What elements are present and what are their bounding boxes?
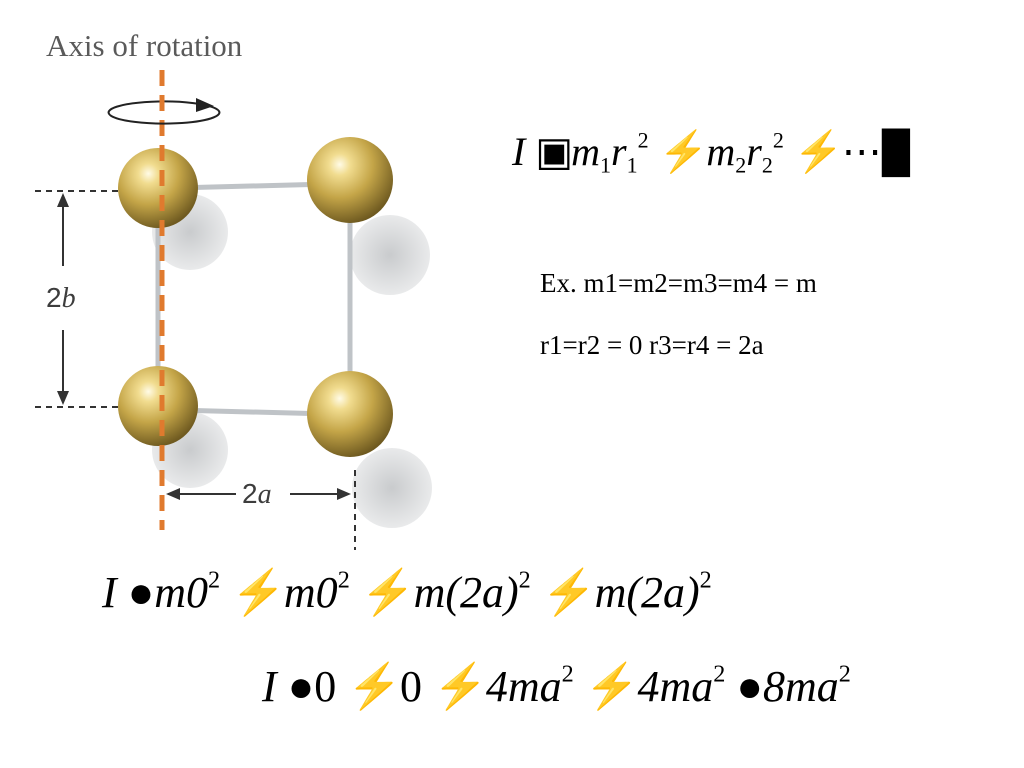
equals-glyph: ● bbox=[127, 568, 155, 617]
connecting-rods bbox=[155, 181, 353, 417]
mass-top-left bbox=[118, 148, 198, 228]
rotation-arrowhead bbox=[196, 98, 214, 112]
moment-of-inertia-result: I ●0 ⚡0 ⚡4ma2 ⚡4ma2 ●8ma2 bbox=[262, 660, 851, 711]
plus-glyph: ⚡ bbox=[584, 662, 640, 711]
moment-of-inertia-substituted: I ●m02 ⚡m02 ⚡m(2a)2 ⚡m(2a)2 bbox=[102, 566, 712, 617]
width-label: 2a bbox=[242, 478, 272, 510]
shadow-bottom-right bbox=[352, 448, 432, 528]
height-label: 2b bbox=[46, 282, 76, 314]
plus-glyph: ⚡ bbox=[658, 129, 709, 174]
equals-glyph: ● bbox=[736, 662, 763, 711]
plus-glyph: ⚡ bbox=[541, 568, 597, 617]
plus-glyph: ⚡ bbox=[793, 129, 844, 174]
equals-glyph: ▣ bbox=[535, 129, 573, 174]
shadow-top-right bbox=[350, 215, 430, 295]
rotation-figure bbox=[35, 70, 432, 550]
moment-of-inertia-general-formula: I ▣m1r12 ⚡m2r22 ⚡⋯█ bbox=[512, 127, 910, 178]
plus-glyph: ⚡ bbox=[347, 662, 402, 711]
axis-of-rotation-label: Axis of rotation bbox=[46, 28, 243, 63]
rotation-arrow-front bbox=[109, 109, 221, 125]
height-dimension bbox=[35, 190, 120, 408]
example-masses-note: Ex. m1=m2=m3=m4 = m bbox=[540, 268, 817, 298]
example-radii-note: r1=r2 = 0 r3=r4 = 2a bbox=[540, 330, 764, 360]
plus-glyph: ⚡ bbox=[231, 568, 286, 617]
plus-glyph: ⚡ bbox=[433, 662, 488, 711]
equals-glyph: ● bbox=[287, 662, 315, 711]
mass-bottom-left bbox=[118, 366, 198, 446]
mass-bottom-right bbox=[307, 371, 393, 457]
plus-glyph: ⚡ bbox=[360, 568, 416, 617]
mass-top-right bbox=[307, 137, 393, 223]
